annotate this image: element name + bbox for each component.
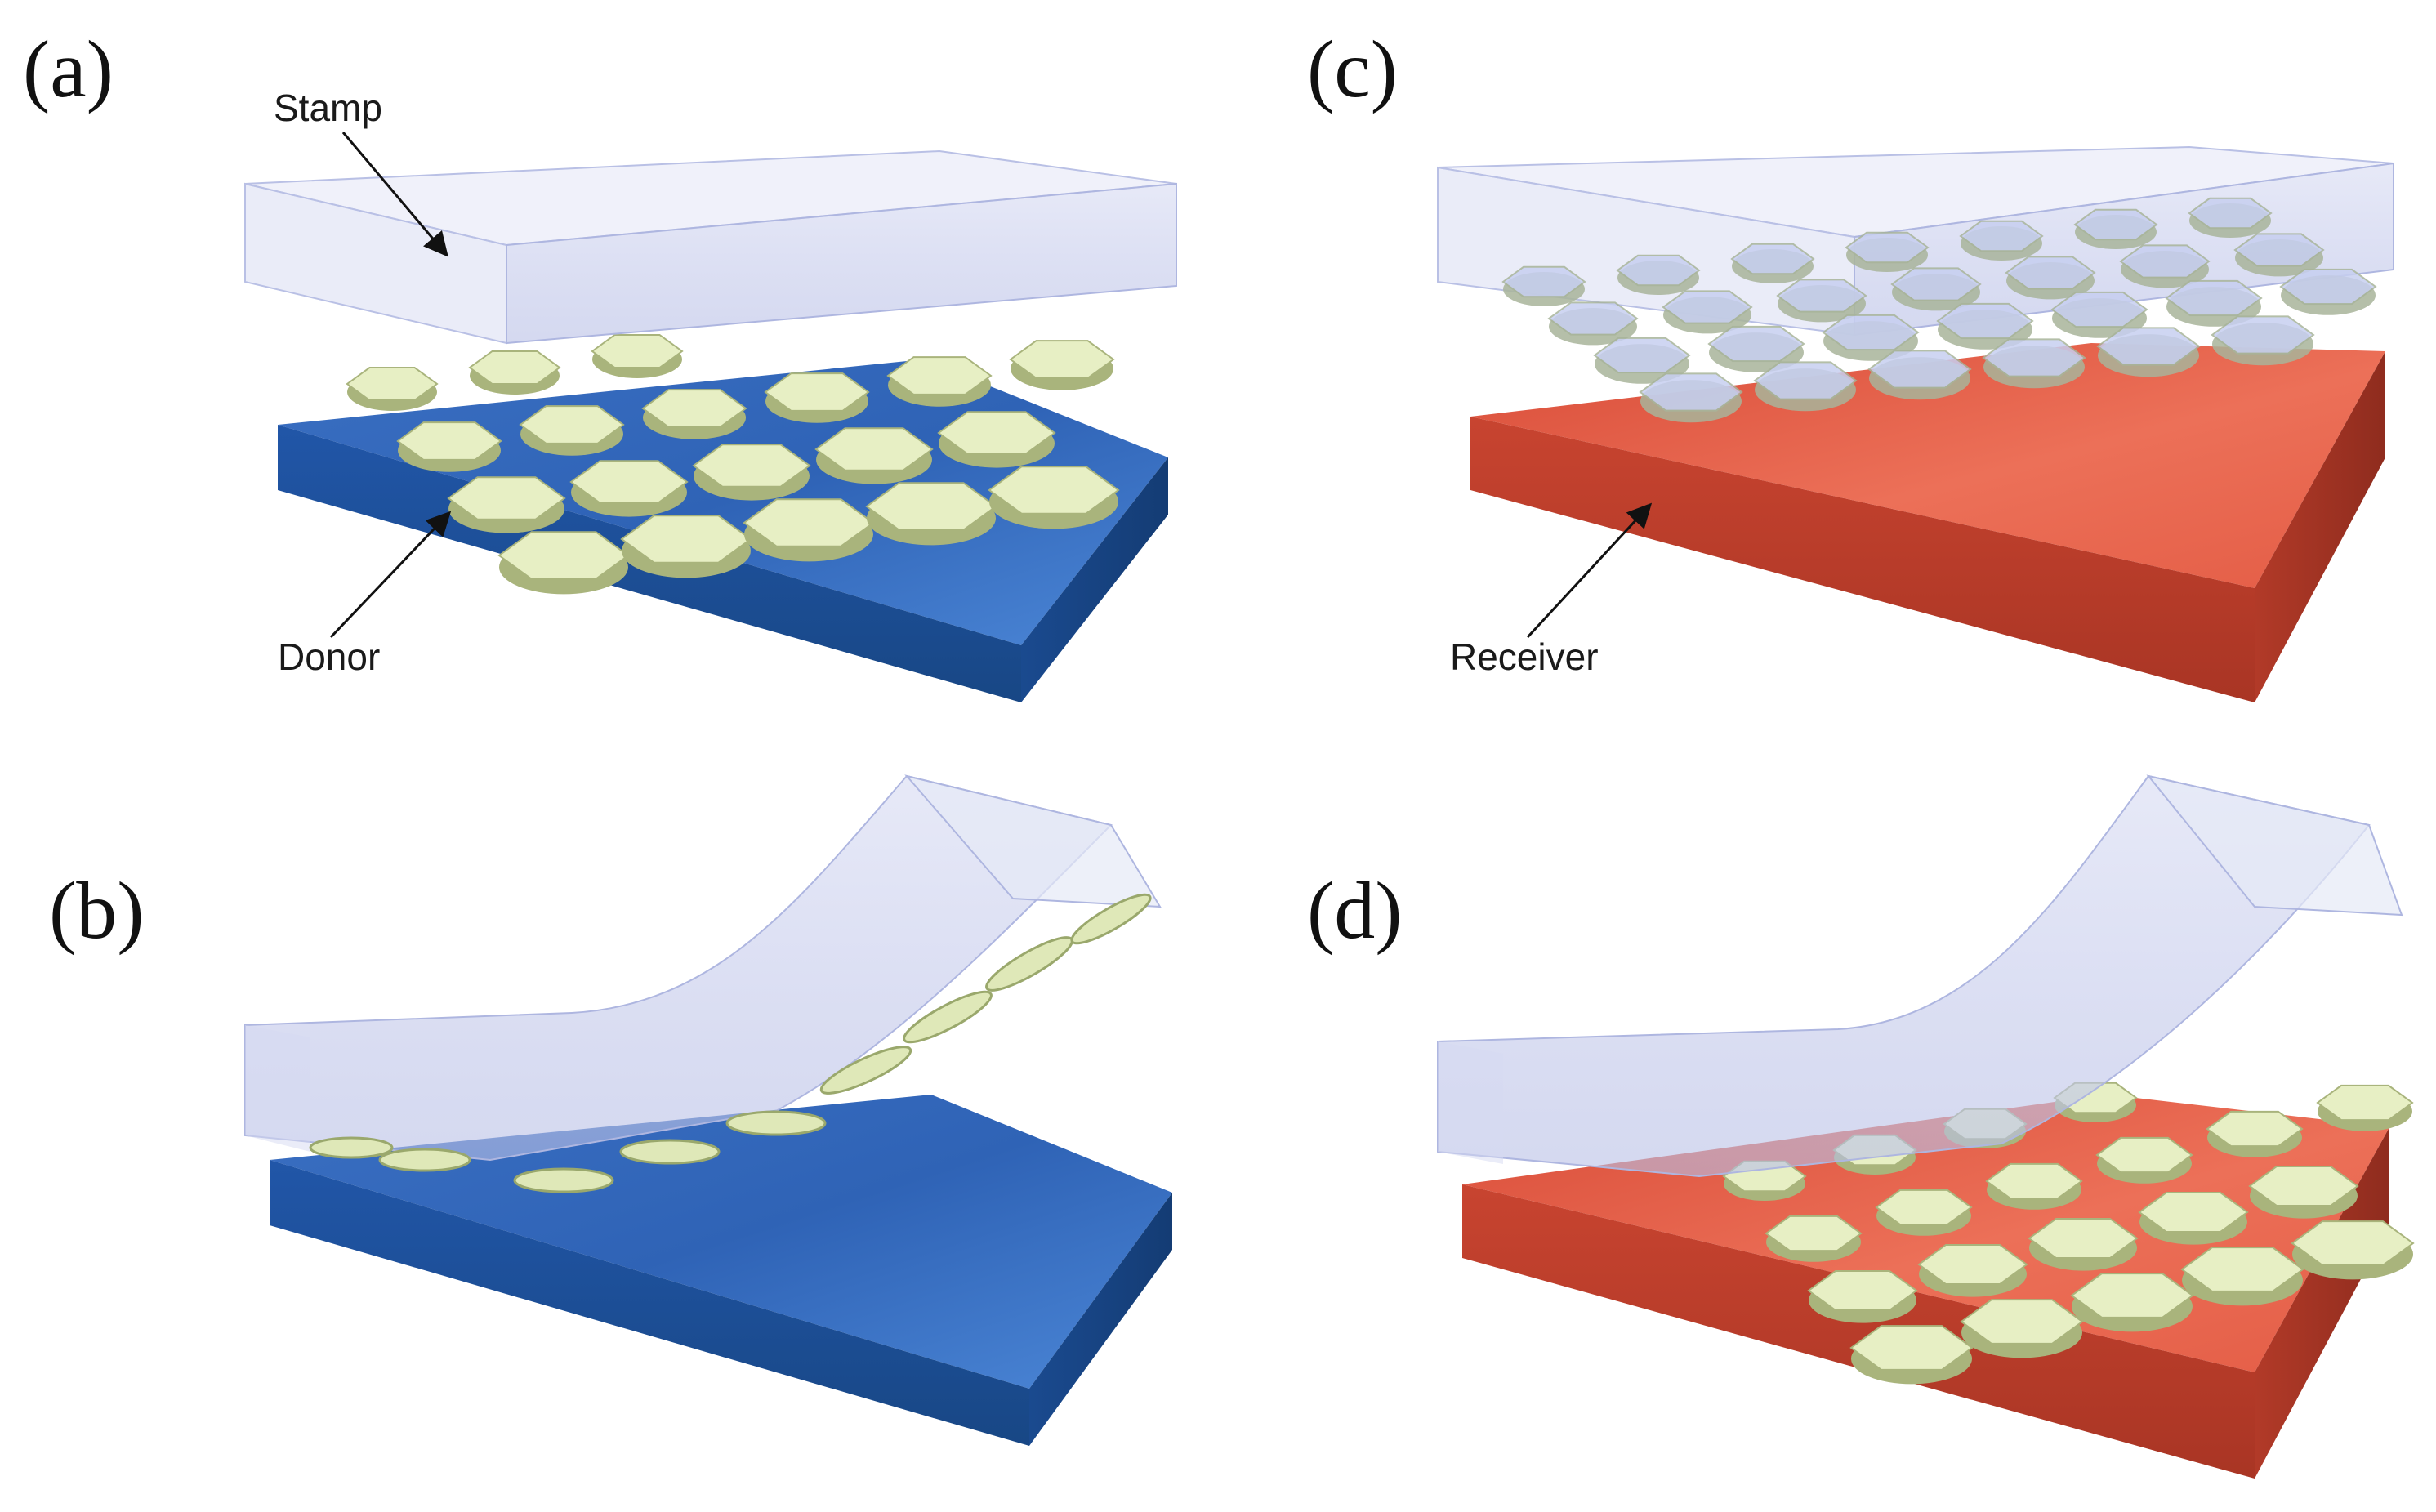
hexagon-icon bbox=[641, 389, 747, 428]
hexagon-icon bbox=[865, 482, 997, 531]
hexagon-icon bbox=[1917, 1244, 2028, 1285]
hexagon-icon bbox=[1753, 361, 1858, 400]
hexagon-icon bbox=[1776, 279, 1867, 313]
hexagon-icon bbox=[1936, 302, 2034, 340]
stamp-label: Stamp bbox=[274, 87, 382, 129]
hexagon-icon bbox=[2248, 1166, 2359, 1206]
hexagon-icon bbox=[1730, 243, 1815, 275]
hexagon-icon bbox=[2005, 256, 2096, 290]
hexagon-icon bbox=[814, 427, 934, 471]
hexagon-icon bbox=[2119, 244, 2211, 279]
hexagon-icon bbox=[1849, 1325, 1974, 1371]
panel-b bbox=[244, 774, 1172, 1446]
stamp-block bbox=[244, 149, 1177, 345]
hexagon-icon bbox=[1959, 220, 2044, 252]
hexagon-icon bbox=[1982, 338, 2086, 377]
hexagon-icon bbox=[497, 531, 630, 580]
hexagon-icon bbox=[2073, 208, 2158, 241]
hexagon-icon bbox=[346, 367, 439, 401]
hexagon-array bbox=[346, 334, 1120, 595]
arrow-icon bbox=[341, 132, 448, 257]
hexagon-icon bbox=[591, 334, 684, 368]
hexagon-icon bbox=[2165, 279, 2263, 317]
hexagon-icon bbox=[1009, 340, 1115, 379]
hexagon-icon bbox=[519, 405, 625, 444]
hexagon-icon bbox=[2316, 1084, 2414, 1122]
hexagon-icon bbox=[2180, 1247, 2304, 1292]
hexagon-icon bbox=[1547, 301, 1639, 336]
receiver-label: Receiver bbox=[1450, 636, 1599, 678]
hexagon-icon bbox=[447, 476, 566, 520]
hexagon-icon bbox=[1890, 267, 1982, 301]
hexagon-icon bbox=[2028, 1218, 2139, 1259]
stamp-block bbox=[244, 774, 1162, 1162]
hexagon-icon bbox=[1807, 1270, 1918, 1311]
panel-letter-a: (a) bbox=[23, 24, 114, 114]
panel-letter-d: (d) bbox=[1307, 865, 1403, 956]
hexagon-icon bbox=[1707, 325, 1805, 363]
hexagon-icon bbox=[1662, 290, 1753, 324]
hexagon-icon bbox=[1765, 1215, 1863, 1252]
hexagon-icon bbox=[1867, 350, 1972, 389]
hexagon-icon bbox=[2096, 327, 2201, 366]
hexagon-icon bbox=[692, 444, 811, 488]
hexagon-icon bbox=[2206, 1110, 2304, 1148]
hexagon-icon bbox=[2188, 197, 2273, 230]
hexagon-icon bbox=[2233, 233, 2325, 267]
hexagon-icon bbox=[1501, 265, 1586, 298]
hexagon-icon bbox=[2138, 1192, 2249, 1233]
hexagon-icon bbox=[764, 372, 870, 412]
hexagon-icon bbox=[1960, 1299, 2084, 1345]
hexagon-icon bbox=[1822, 314, 1920, 351]
panel-letter-b: (b) bbox=[49, 865, 145, 956]
hexagon-icon bbox=[1875, 1189, 1973, 1226]
arrow-icon bbox=[1526, 502, 1653, 639]
hexagon-icon bbox=[2211, 315, 2315, 355]
hexagon-icon bbox=[1639, 372, 1743, 412]
arrow-icon bbox=[329, 511, 452, 639]
hexagon-icon bbox=[468, 350, 561, 385]
hexagon-icon bbox=[396, 421, 502, 461]
hexagon-icon bbox=[1845, 231, 1930, 264]
donor-label: Donor bbox=[278, 636, 380, 678]
panel-a: Stamp Donor bbox=[244, 87, 1177, 702]
stamp-block bbox=[1437, 774, 2403, 1178]
hexagon-icon bbox=[2070, 1273, 2194, 1318]
donor-substrate bbox=[270, 1095, 1172, 1446]
hexagon-icon bbox=[2291, 1220, 2415, 1266]
hexagon-icon bbox=[937, 411, 1056, 455]
hexagon-icon bbox=[1985, 1162, 2083, 1200]
hexagon-array bbox=[1501, 197, 2377, 423]
hexagon-icon bbox=[620, 515, 752, 564]
hexagon-icon bbox=[2050, 291, 2148, 328]
hexagon-icon bbox=[1616, 254, 1701, 287]
hexagon-icon bbox=[2279, 268, 2377, 306]
panel-letter-c: (c) bbox=[1307, 24, 1398, 114]
hexagon-array bbox=[309, 893, 1152, 1193]
panel-d bbox=[1437, 774, 2415, 1479]
hexagon-icon bbox=[569, 460, 689, 504]
hexagon-icon bbox=[2095, 1136, 2193, 1174]
panel-c: Receiver bbox=[1437, 145, 2394, 702]
hexagon-icon bbox=[988, 466, 1120, 515]
hexagon-icon bbox=[743, 498, 875, 547]
hexagon-array bbox=[1722, 1082, 2415, 1385]
hexagon-icon bbox=[886, 356, 993, 395]
hexagon-icon bbox=[1593, 337, 1691, 374]
